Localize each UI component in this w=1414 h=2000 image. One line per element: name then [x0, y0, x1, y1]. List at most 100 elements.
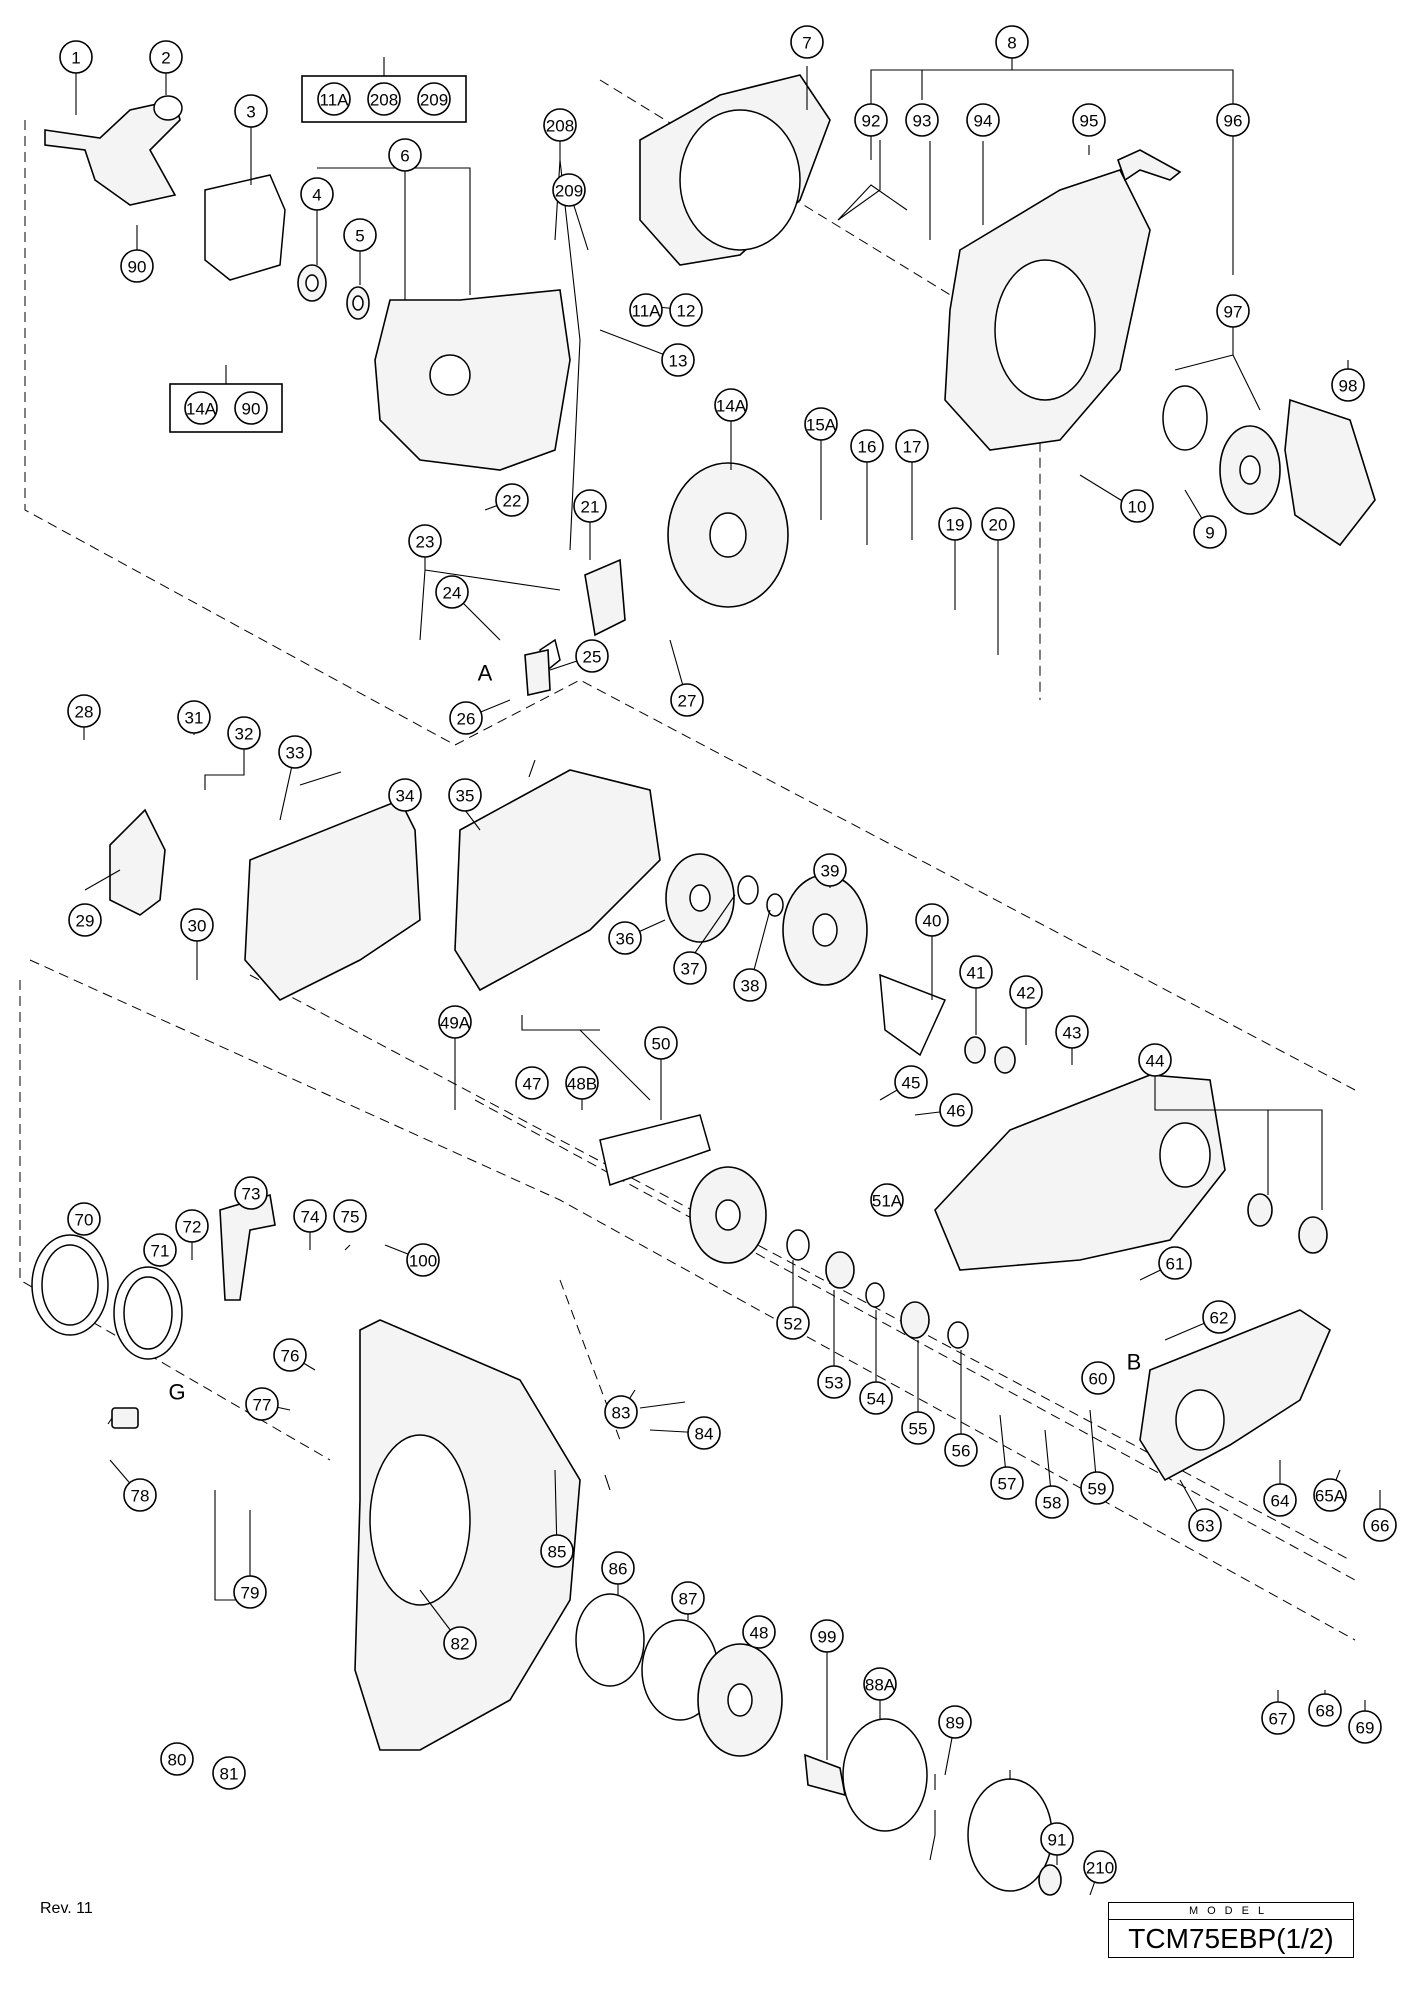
callout-label: 9 — [1205, 524, 1214, 543]
callout-63: 63 — [1188, 1508, 1222, 1542]
callout-label: 1 — [71, 49, 80, 68]
model-name: TCM75EBP(1/2) — [1128, 1923, 1334, 1954]
callout-label: 63 — [1196, 1517, 1215, 1536]
washer-87 — [1038, 1864, 1062, 1896]
callout-65A: 65A — [1313, 1478, 1347, 1512]
callout-70: 70 — [67, 1202, 101, 1236]
water-connector — [111, 1407, 139, 1429]
callout-36: 36 — [608, 921, 642, 955]
callout-label: 65A — [1315, 1487, 1346, 1506]
callout-15A: 15A — [804, 407, 838, 441]
callout-32: 32 — [227, 716, 261, 750]
callout-82: 82 — [443, 1626, 477, 1660]
callout-56: 56 — [944, 1433, 978, 1467]
callout-label: 23 — [416, 533, 435, 552]
callout-30: 30 — [180, 908, 214, 942]
kit-item-14A: 14A — [184, 391, 218, 425]
spindle — [804, 1753, 847, 1797]
callout-57: 57 — [990, 1466, 1024, 1500]
kit-item-label: 208 — [370, 91, 398, 110]
callout-46: 46 — [939, 1093, 973, 1127]
kit-box-91 — [169, 365, 283, 433]
callout-label: 49A — [440, 1014, 471, 1033]
callout-label: 40 — [923, 912, 942, 931]
callout-label: 29 — [76, 912, 95, 931]
callout-label: 17 — [903, 438, 922, 457]
callout-label: 61 — [1166, 1255, 1185, 1274]
gasket — [204, 174, 286, 281]
callout-64: 64 — [1263, 1483, 1297, 1517]
callout-5: 5 — [343, 218, 377, 252]
callout-label: 38 — [741, 977, 760, 996]
bearing-38 — [766, 893, 784, 917]
callout-52: 52 — [776, 1306, 810, 1340]
callout-24: 24 — [435, 575, 469, 609]
callout-label: 42 — [1017, 984, 1036, 1003]
callout-label: 59 — [1088, 1480, 1107, 1499]
callout-8: 8 — [995, 25, 1029, 59]
callout-34: 34 — [388, 778, 422, 812]
callout-label: 52 — [784, 1315, 803, 1334]
plug-boot — [524, 649, 551, 696]
callout-60: 60 — [1081, 1361, 1115, 1395]
callout-label: 33 — [286, 744, 305, 763]
callout-41: 41 — [959, 955, 993, 989]
callout-label: 90 — [128, 258, 147, 277]
callout-label: 25 — [583, 648, 602, 667]
callout-43: 43 — [1055, 1015, 1089, 1049]
callout-72: 72 — [175, 1209, 209, 1243]
callout-87: 87 — [671, 1581, 705, 1615]
callout-label: 43 — [1063, 1024, 1082, 1043]
callout-label: 209 — [555, 182, 583, 201]
callout-22: 22 — [495, 483, 529, 517]
callout-label: 37 — [681, 960, 700, 979]
callout-47: 47 — [515, 1066, 549, 1100]
callout-label: 36 — [616, 930, 635, 949]
callout-59: 59 — [1080, 1471, 1114, 1505]
callout-label: 8 — [1007, 34, 1016, 53]
callout-label: 12 — [677, 302, 696, 321]
callout-label: 79 — [241, 1584, 260, 1603]
part-shapes — [31, 74, 1376, 1896]
callout-66: 66 — [1363, 1508, 1397, 1542]
callout-9: 9 — [1193, 515, 1227, 549]
callout-label: 70 — [75, 1211, 94, 1230]
callout-21: 21 — [573, 489, 607, 523]
letter-layer: ABG — [168, 661, 1141, 1405]
callout-label: 31 — [185, 709, 204, 728]
callout-35: 35 — [448, 778, 482, 812]
callout-label: 57 — [998, 1475, 1017, 1494]
callout-48B: 48B — [565, 1066, 599, 1100]
callout-label: 72 — [183, 1218, 202, 1237]
belt-51A — [599, 1114, 711, 1186]
callout-label: 3 — [246, 103, 255, 122]
callout-6: 6 — [388, 138, 422, 172]
callout-96: 96 — [1216, 103, 1250, 137]
callout-label: 91 — [1048, 1831, 1067, 1850]
callout-78: 78 — [123, 1478, 157, 1512]
callout-label: 27 — [678, 692, 697, 711]
ignition-coil — [584, 558, 626, 637]
callout-label: 45 — [902, 1074, 921, 1093]
callout-label: 7 — [802, 34, 811, 53]
callout-44: 44 — [1138, 1043, 1172, 1077]
callout-label: 68 — [1316, 1702, 1335, 1721]
callout-label: 48 — [750, 1624, 769, 1643]
starter-handle — [1117, 149, 1182, 182]
bearing-4-lower — [1298, 1216, 1328, 1254]
kit-item-11A: 11A — [317, 82, 351, 116]
kit-item-208: 208 — [367, 82, 401, 116]
callout-38: 38 — [733, 968, 767, 1002]
callout-17: 17 — [895, 429, 929, 463]
callout-81: 81 — [212, 1756, 246, 1790]
callout-label: 97 — [1224, 303, 1243, 322]
callout-label: 64 — [1271, 1492, 1290, 1511]
belt-40 — [879, 973, 947, 1057]
callout-label: 34 — [396, 787, 415, 806]
callout-75: 75 — [333, 1199, 367, 1233]
callout-88A: 88A — [863, 1667, 897, 1701]
model-box: MODEL TCM75EBP(1/2) — [1108, 1902, 1354, 1958]
callout-86: 86 — [601, 1551, 635, 1585]
callout-79: 79 — [233, 1575, 267, 1609]
callout-97: 97 — [1216, 294, 1250, 328]
